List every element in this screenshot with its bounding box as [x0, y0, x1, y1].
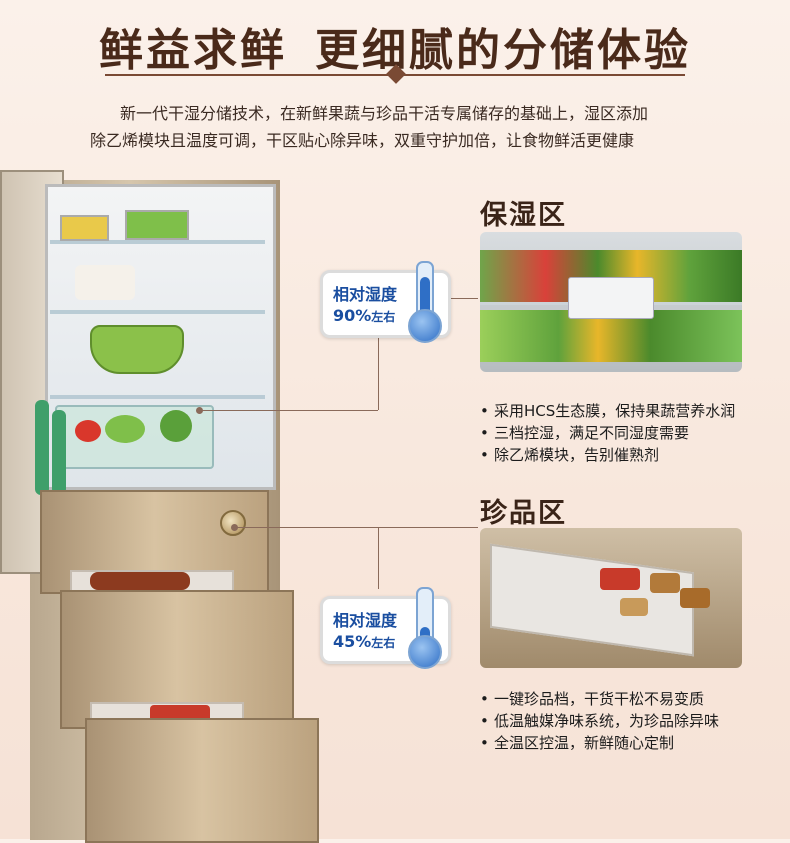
humidity-badge-45: 相对湿度 45%左右	[320, 587, 451, 669]
humidity-label: 相对湿度	[333, 285, 398, 304]
drawer-knob	[220, 510, 246, 536]
humidity-badge-90: 相对湿度 90%左右	[320, 261, 451, 343]
thermometer-icon	[408, 587, 442, 669]
connector-line	[378, 527, 478, 528]
bottle	[52, 410, 66, 495]
connector-dot	[196, 407, 203, 414]
fridge-shelf	[50, 240, 265, 244]
fridge-shelf	[50, 310, 265, 314]
treasure-zone-photo	[480, 528, 742, 668]
title-part1: 鲜益求鲜	[99, 25, 287, 76]
cabbage	[160, 410, 192, 442]
bottle	[35, 400, 49, 495]
title-part2: 更细腻的分储体验	[315, 25, 691, 76]
feature-item: •三档控湿，满足不同湿度需要	[480, 424, 690, 442]
humid-zone-features: •采用HCS生态膜，保持果蔬营养水润 •三档控湿，满足不同湿度需要 •除乙烯模块…	[480, 400, 735, 466]
control-panel	[568, 277, 654, 319]
tomato	[75, 420, 101, 442]
connector-dot	[231, 524, 238, 531]
humid-zone-photo	[480, 232, 742, 372]
cake	[75, 265, 135, 300]
humidity-label: 相对湿度	[333, 611, 398, 630]
connector-line	[235, 527, 378, 528]
feature-item: •除乙烯模块，告别催熟剂	[480, 446, 660, 464]
treasure-zone-features: •一键珍品档，干货干松不易变质 •低温触媒净味系统，为珍品除异味 •全温区控温，…	[480, 688, 719, 754]
feature-item: •采用HCS生态膜，保持果蔬营养水润	[480, 402, 736, 420]
food-container	[125, 210, 189, 240]
thermometer-icon	[408, 261, 442, 343]
description: 新一代干湿分储技术，在新鲜果蔬与珍品干活专属储存的基础上，湿区添加 除乙烯模块且…	[90, 100, 730, 154]
zone-title-treasure: 珍品区	[480, 498, 567, 529]
humidity-value: 45%左右	[333, 632, 396, 651]
description-line-2: 除乙烯模块且温度可调，干区贴心除异味，双重守护加倍，让食物鲜活更健康	[90, 131, 635, 150]
green-pot	[90, 325, 184, 374]
zone-title-humid: 保湿区	[480, 200, 567, 231]
food-container	[60, 215, 109, 241]
connector-line	[378, 527, 379, 589]
feature-item: •全温区控温，新鲜随心定制	[480, 734, 675, 752]
connector-line	[378, 298, 379, 410]
lettuce	[105, 415, 145, 443]
feature-item: •低温触媒净味系统，为珍品除异味	[480, 712, 720, 730]
page-title: 鲜益求鲜更细腻的分储体验	[0, 14, 790, 78]
meat	[90, 572, 190, 590]
connector-line	[200, 410, 378, 411]
drawer-3	[85, 718, 319, 843]
feature-item: •一键珍品档，干货干松不易变质	[480, 690, 705, 708]
fridge-illustration	[0, 170, 320, 843]
fridge-shelf	[50, 395, 265, 399]
humidity-value: 90%左右	[333, 306, 396, 325]
description-line-1: 新一代干湿分储技术，在新鲜果蔬与珍品干活专属储存的基础上，湿区添加	[120, 104, 649, 123]
